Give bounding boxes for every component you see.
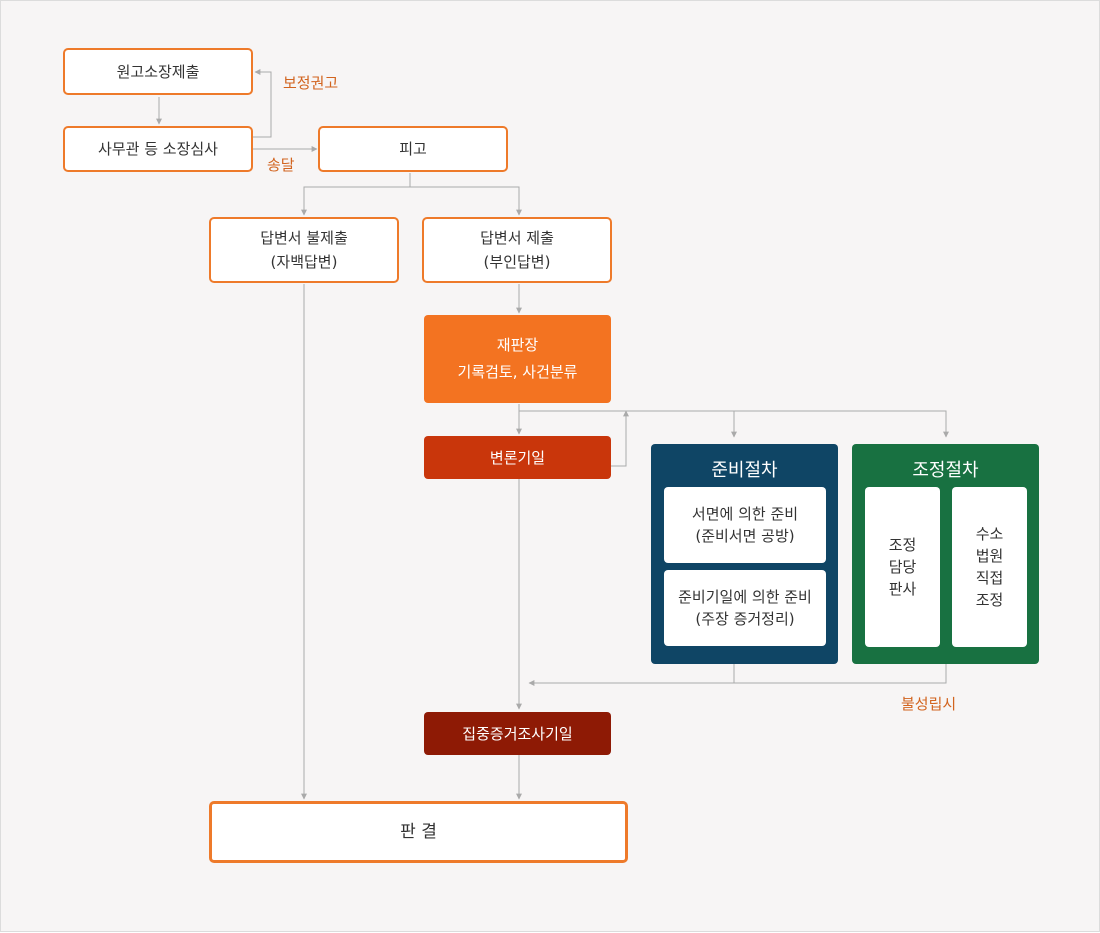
complaint-node: 원고소장제출 — [63, 48, 253, 95]
arrow-correction-loop — [253, 69, 272, 138]
answer-node: 답변서 제출 (부인답변) — [422, 217, 612, 283]
chief-judge-line1: 재판장 — [496, 336, 539, 354]
hearing-date-label: 변론기일 — [489, 448, 546, 467]
review-label: 사무관 등 소장심사 — [98, 140, 218, 158]
prep-procedure-title: 준비절차 — [711, 460, 778, 481]
mediation-court-line4: 조정 — [975, 591, 1004, 609]
prep-hearing-item: 준비기일에 의한 준비 (주장 증거정리) — [664, 570, 826, 646]
mediation-procedure-panel: 조정절차 조정 담당 판사 수소 법원 직접 조정 — [852, 444, 1039, 664]
judgment-label: 판 결 — [400, 822, 437, 842]
review-node: 사무관 등 소장심사 — [63, 126, 253, 172]
mediation-court-line3: 직접 — [975, 569, 1004, 587]
arrow-defendant-to-answer — [410, 186, 522, 216]
answer-line2: (부인답변) — [483, 253, 551, 271]
arrow-defendant-to-no-answer — [301, 173, 411, 216]
mediation-judge-line2: 담당 — [888, 558, 917, 576]
answer-line1: 답변서 제출 — [480, 229, 554, 247]
defendant-node: 피고 — [318, 126, 508, 172]
mediation-judge-line1: 조정 — [888, 536, 917, 554]
chief-judge-line2: 기록검토, 사건분류 — [457, 363, 578, 381]
prep-hearing-line1: 준비기일에 의한 준비 — [678, 588, 812, 606]
mediation-court-line2: 법원 — [975, 547, 1004, 565]
prep-written-line2: (준비서면 공방) — [695, 527, 795, 545]
mediation-court-item: 수소 법원 직접 조정 — [952, 487, 1027, 647]
prep-hearing-line2: (주장 증거정리) — [695, 610, 795, 628]
arrow-panels-merge — [528, 664, 947, 686]
no-answer-line2: (자백답변) — [270, 253, 338, 271]
prep-written-item: 서면에 의한 준비 (준비서면 공방) — [664, 487, 826, 563]
mediation-court-line1: 수소 — [975, 525, 1004, 543]
hearing-date-node: 변론기일 — [424, 436, 611, 479]
mediation-judge-line3: 판사 — [888, 580, 917, 598]
no-answer-line1: 답변서 불제출 — [260, 229, 348, 247]
no-answer-node: 답변서 불제출 (자백답변) — [209, 217, 399, 283]
defendant-label: 피고 — [399, 140, 427, 158]
intensive-exam-label: 집중증거조사기일 — [462, 724, 573, 743]
delivery-note: 송달 — [267, 156, 295, 174]
judgment-node: 판 결 — [209, 801, 628, 863]
chief-judge-node: 재판장 기록검토, 사건분류 — [424, 315, 611, 403]
complaint-label: 원고소장제출 — [116, 62, 200, 81]
intensive-exam-node: 집중증거조사기일 — [424, 712, 611, 755]
prep-procedure-panel: 준비절차 서면에 의한 준비 (준비서면 공방) 준비기일에 의한 준비 (주장… — [651, 444, 838, 664]
arrow-hearing-loop — [610, 410, 629, 467]
correction-note: 보정권고 — [283, 74, 339, 92]
failure-note: 불성립시 — [901, 695, 957, 713]
arrow-chief-to-mediation — [519, 410, 949, 438]
mediation-procedure-title: 조정절차 — [912, 460, 979, 481]
mediation-judge-item: 조정 담당 판사 — [865, 487, 940, 647]
prep-written-line1: 서면에 의한 준비 — [691, 505, 799, 523]
